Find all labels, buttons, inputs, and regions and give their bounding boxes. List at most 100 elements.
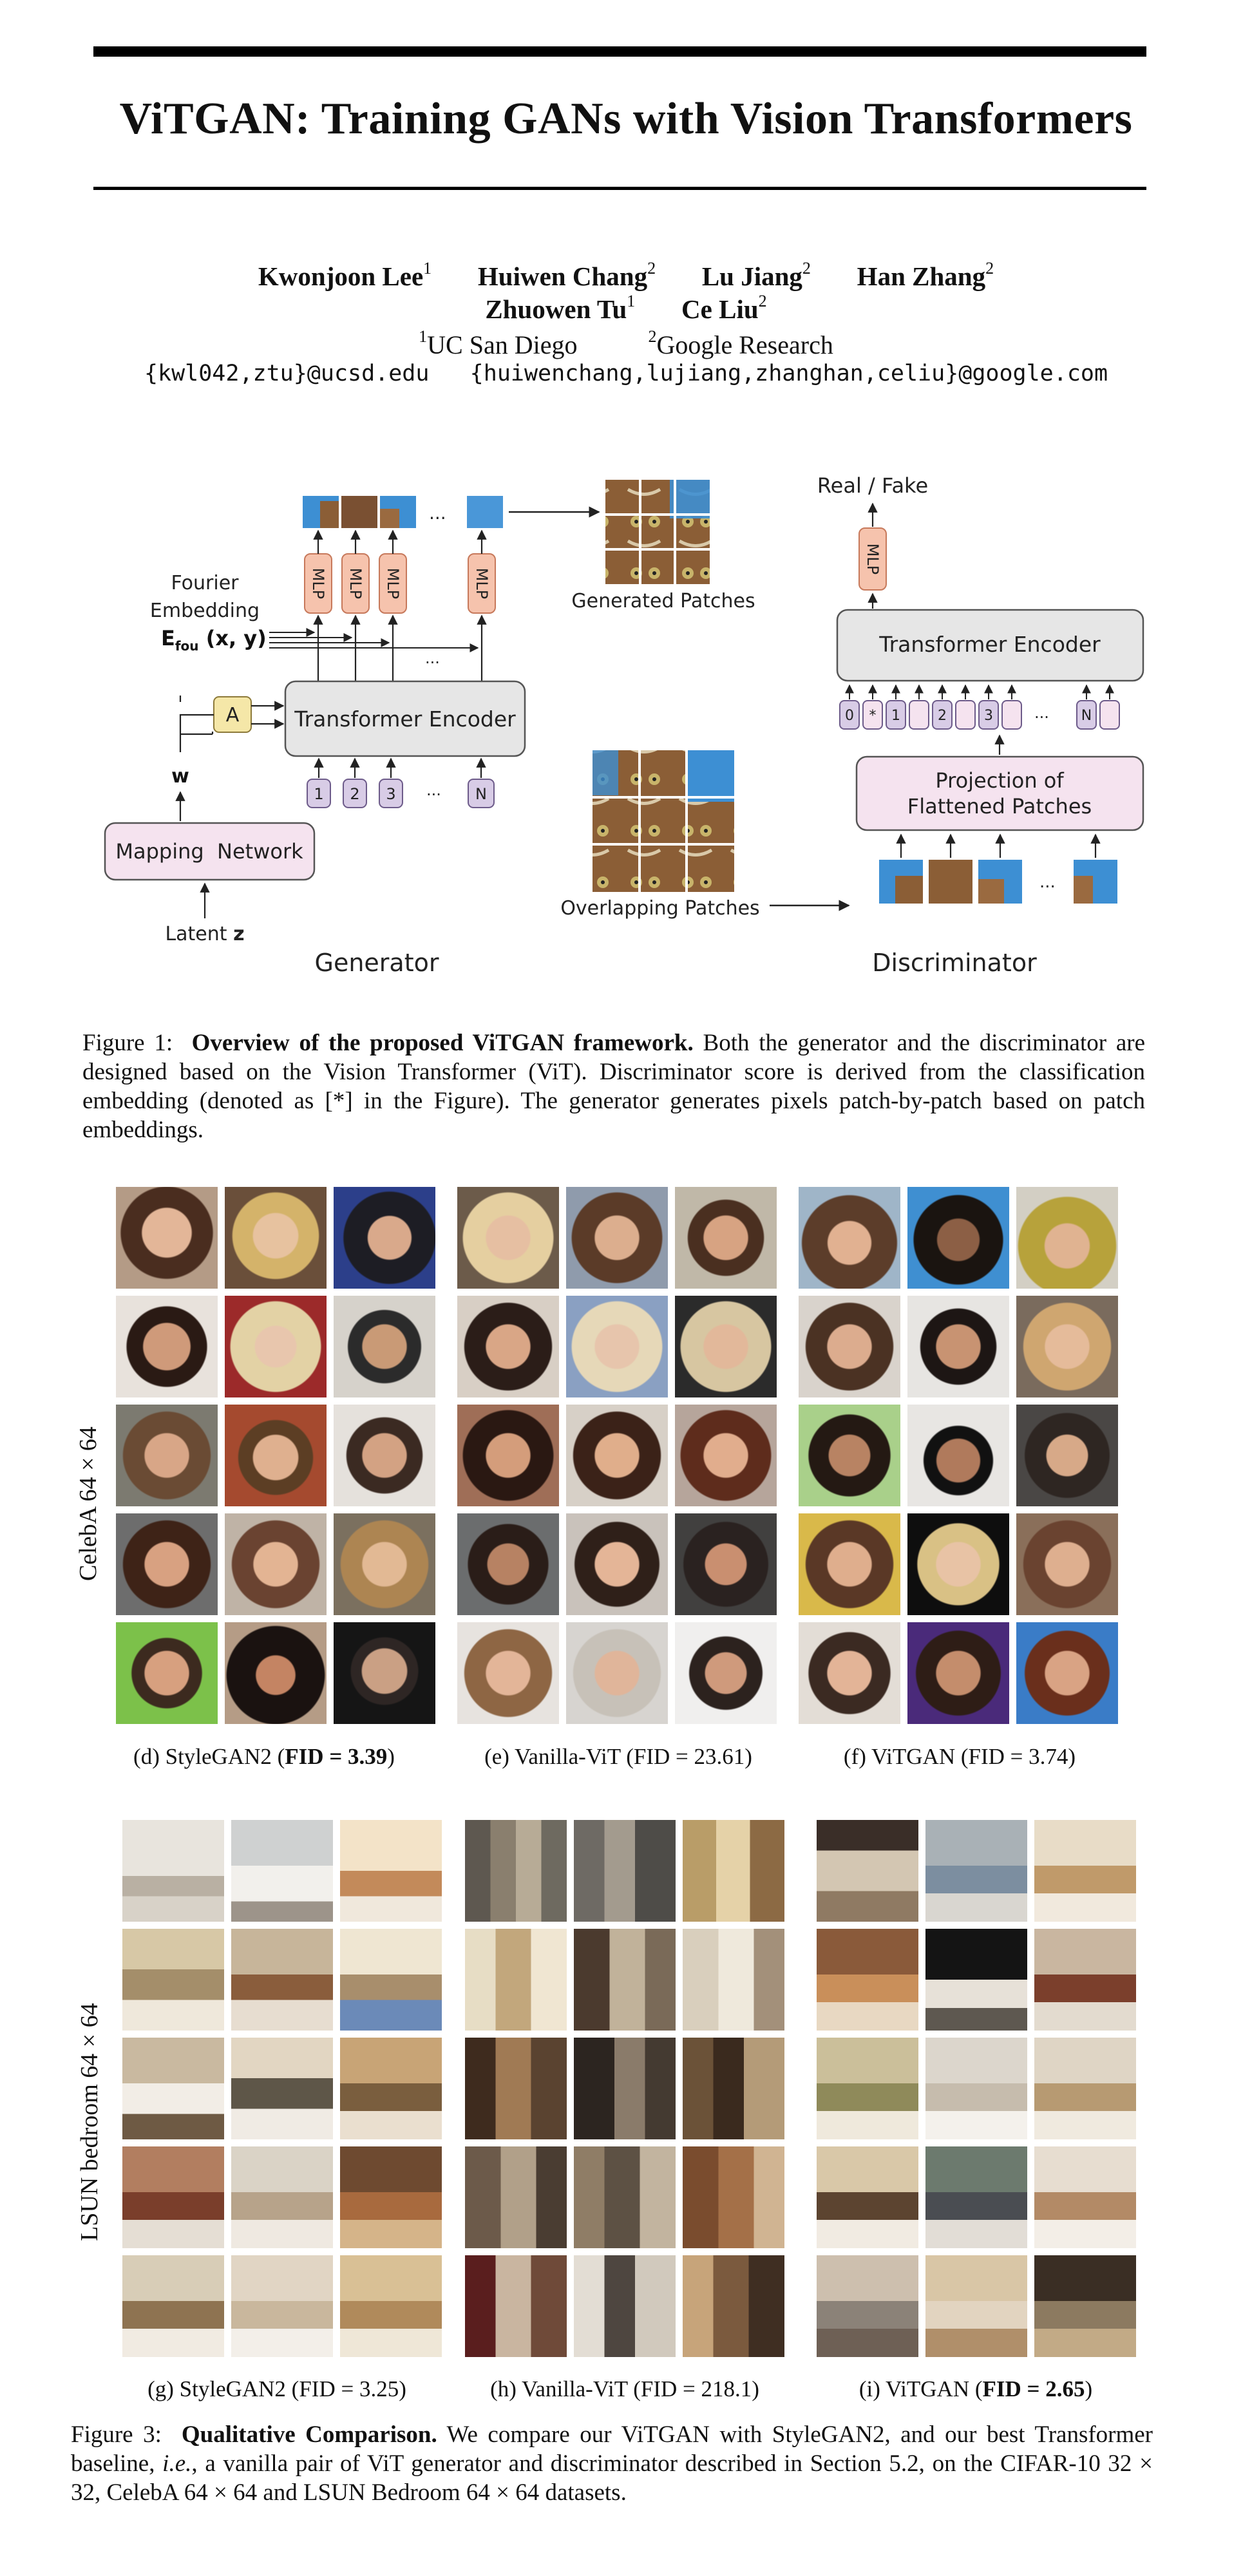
projection-label-2: Flattened Patches	[907, 794, 1092, 819]
sample-image	[116, 1296, 218, 1397]
sample-image	[675, 1405, 777, 1506]
author-line-1: Kwonjoon Lee1 Huiwen Chang2 Lu Jiang2 Ha…	[0, 259, 1252, 292]
tokens-to-encoder-arrows	[845, 684, 1114, 699]
token	[978, 700, 999, 730]
mlp-label: MLP	[864, 544, 882, 575]
token-label: 1	[891, 708, 900, 724]
token-label: N	[1081, 708, 1092, 724]
caption-text: Both the generator and the discriminator…	[82, 1030, 1146, 1143]
token	[862, 700, 883, 730]
token	[839, 700, 860, 730]
sample-image	[231, 1929, 333, 2031]
affil-mark: 1	[419, 327, 428, 346]
sample-image	[457, 1405, 559, 1506]
token-label: 2	[938, 708, 947, 724]
sample-image	[122, 1929, 224, 2031]
title-top-rule	[93, 46, 1146, 57]
sample-image	[457, 1296, 559, 1397]
affiliation-2: Google Research	[656, 330, 833, 359]
affil-mark: 2	[648, 327, 657, 346]
w-label: w	[171, 765, 189, 788]
sample-image	[225, 1296, 327, 1397]
sample-image	[799, 1513, 900, 1615]
sample-image	[231, 2146, 333, 2248]
sample-image	[334, 1296, 435, 1397]
token	[1076, 700, 1097, 730]
token	[886, 700, 906, 730]
author-name: Kwonjoon Lee	[258, 261, 424, 291]
caption-bold: Overview of the proposed ViTGAN framewor…	[191, 1030, 694, 1056]
sample-image	[1034, 1820, 1136, 1922]
fourier-embedding-label: Embedding	[150, 600, 260, 622]
mapping-network-block	[104, 822, 316, 881]
author-affil-mark: 2	[985, 259, 994, 278]
author-affil-mark: 2	[758, 292, 767, 310]
input-patch	[929, 860, 972, 904]
generated-patch-row: ...	[303, 496, 600, 528]
generated-patches-label: Generated Patches	[571, 590, 755, 612]
sample-image	[116, 1187, 218, 1289]
sample-image	[334, 1513, 435, 1615]
sample-image	[122, 2255, 224, 2357]
figure-1-caption: Figure 1: Overview of the proposed ViTGA…	[82, 1028, 1145, 1144]
generator-label: Generator	[315, 949, 439, 977]
sample-image	[457, 1513, 559, 1615]
encoder-to-mlp-arrows	[313, 614, 487, 681]
celeba-row-label: CelebA 64 × 64	[75, 1426, 102, 1581]
overlapping-patches-image	[593, 750, 734, 892]
sample-image	[574, 1820, 676, 1922]
token-label: 2	[350, 785, 359, 803]
token	[932, 700, 953, 730]
sample-image	[1016, 1187, 1118, 1289]
sample-image	[566, 1296, 668, 1397]
sample-image	[566, 1622, 668, 1724]
caption-label: Figure 3:	[71, 2421, 162, 2448]
sample-image	[1034, 1929, 1136, 2031]
discriminator-mlp-block	[858, 527, 887, 591]
sample-image	[457, 1622, 559, 1724]
author-name: Ce Liu	[681, 294, 759, 324]
sample-image	[334, 1405, 435, 1506]
sample-image	[675, 1296, 777, 1397]
discriminator-label: Discriminator	[872, 949, 1037, 977]
subcaption-i-post: )	[1085, 2376, 1093, 2401]
subcaption-i-bold: FID = 2.65	[982, 2376, 1085, 2401]
sample-image	[465, 2255, 567, 2357]
generator-transformer-encoder	[284, 680, 526, 757]
affiliations: 1UC San Diego 2Google Research	[0, 327, 1252, 360]
author-affil-mark: 2	[647, 259, 656, 278]
sample-image	[116, 1405, 218, 1506]
fourier-dots: ...	[425, 649, 440, 667]
mlp-label: MLP	[309, 568, 327, 600]
sample-image	[907, 1622, 1009, 1724]
sample-image	[122, 1820, 224, 1922]
sample-image	[683, 1929, 784, 2031]
sample-image	[340, 2255, 442, 2357]
sample-image	[799, 1187, 900, 1289]
sample-image	[817, 1820, 918, 1922]
sample-image	[225, 1405, 327, 1506]
token	[955, 700, 976, 730]
fourier-label: Fourier	[171, 572, 239, 594]
input-patch-dots: ...	[1039, 873, 1056, 892]
sample-image	[675, 1513, 777, 1615]
sample-image	[122, 2146, 224, 2248]
sample-image	[334, 1187, 435, 1289]
sample-image	[574, 2038, 676, 2139]
discriminator-input-patches: ...	[879, 860, 1117, 904]
sample-image	[574, 2255, 676, 2357]
lsun-vitgan-grid	[817, 1820, 1136, 2357]
patch-to-projection-arrows	[896, 833, 1101, 858]
author-name: Lu Jiang	[701, 261, 802, 291]
mlp-label: MLP	[384, 568, 402, 600]
token-label: 3	[386, 785, 395, 803]
sample-image	[683, 1820, 784, 1922]
token-label: 3	[984, 708, 993, 724]
token	[1099, 700, 1120, 730]
fourier-arrows	[269, 628, 479, 652]
sample-image	[1034, 2255, 1136, 2357]
sample-image	[925, 2038, 1027, 2139]
sample-image	[465, 1820, 567, 1922]
sample-image	[574, 1929, 676, 2031]
figure-1-diagram: ... Generated Patches MLP MLP MLP MLP Fo…	[104, 473, 1144, 977]
